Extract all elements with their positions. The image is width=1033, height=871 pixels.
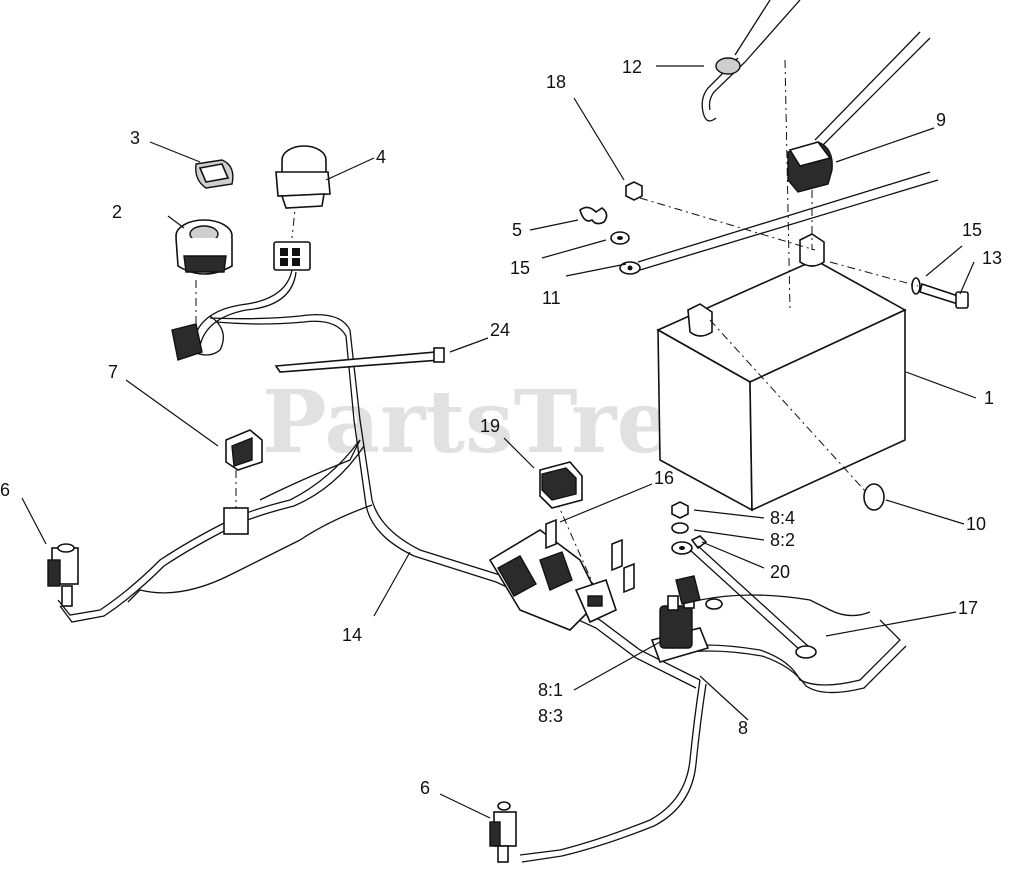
callout-16: 16 (654, 468, 674, 488)
battery[interactable] (656, 233, 907, 512)
callout-15-left: 15 (510, 258, 530, 278)
cap-10[interactable] (863, 483, 885, 511)
washer-8-2[interactable] (671, 522, 689, 534)
callout-15-right: 15 (962, 220, 982, 240)
ground-cable-17[interactable] (689, 545, 817, 659)
callout-12: 12 (622, 57, 642, 77)
wire-harness-14[interactable] (57, 269, 907, 863)
callout-9: 9 (936, 110, 946, 130)
pto-connector[interactable] (273, 241, 311, 271)
cable-tie-24[interactable] (274, 347, 445, 373)
callout-2: 2 (112, 202, 122, 222)
callout-11: 11 (542, 288, 561, 308)
callout-19: 19 (480, 416, 500, 436)
callout-4: 4 (376, 147, 386, 167)
callout-5: 5 (512, 220, 522, 240)
callout-18: 18 (546, 72, 566, 92)
leader-lines (21, 65, 977, 819)
callout-8: 8 (738, 718, 748, 738)
wing-nut-5[interactable] (579, 206, 608, 225)
callout-7: 7 (108, 362, 118, 382)
switch-6-left[interactable] (47, 543, 79, 607)
callout-8-4: 8:4 (770, 508, 795, 528)
connector-7[interactable] (223, 429, 263, 535)
alignment-line-19 (555, 499, 601, 601)
callout-14: 14 (342, 625, 362, 645)
bolt-20[interactable] (690, 535, 708, 550)
switch-6-bottom[interactable] (489, 801, 517, 863)
solenoid-8[interactable] (650, 575, 710, 663)
callout-8-2: 8:2 (770, 530, 795, 550)
callout-8-3: 8:3 (538, 706, 563, 726)
relay-19[interactable] (539, 461, 583, 509)
battery-cable-9[interactable] (787, 31, 931, 193)
alignment-line-10 (709, 319, 867, 493)
battery-cable-11[interactable] (619, 171, 939, 275)
callout-13: 13 (982, 248, 1002, 268)
ignition-switch-2[interactable] (175, 219, 233, 275)
callout-10: 10 (966, 514, 986, 534)
washer-20[interactable] (671, 541, 693, 555)
nut-8-4[interactable] (671, 501, 689, 519)
bolt-13[interactable] (919, 282, 969, 309)
pto-switch-4[interactable] (275, 145, 331, 209)
callout-8-1: 8:1 (538, 680, 563, 700)
key-3[interactable] (195, 159, 234, 189)
callout-3: 3 (130, 128, 140, 148)
callout-6-bottom: 6 (420, 778, 430, 798)
callout-20: 20 (770, 562, 790, 582)
callout-6-left: 6 (0, 480, 10, 500)
alignment-line-13 (829, 261, 919, 287)
washer-15-right[interactable] (911, 277, 921, 295)
callout-1: 1 (984, 388, 994, 408)
nut-18[interactable] (625, 181, 643, 201)
bracket-16[interactable] (488, 518, 635, 631)
alignment-line-18 (639, 197, 816, 251)
alignment-line-12 (784, 59, 791, 311)
watermark-text: PartsTree (262, 372, 726, 473)
callout-17: 17 (958, 598, 978, 618)
battery-cable-12[interactable] (701, 0, 801, 122)
washer-15-left[interactable] (610, 231, 630, 245)
callout-24: 24 (490, 320, 510, 340)
